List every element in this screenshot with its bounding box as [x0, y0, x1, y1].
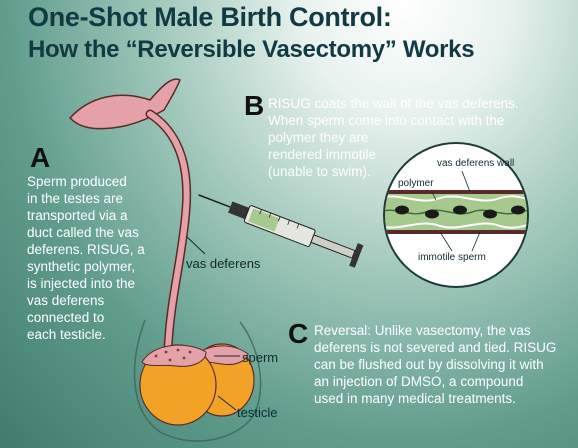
- label-immotile-sperm: immotile sperm: [418, 252, 486, 263]
- scrotum-outline: [133, 319, 262, 442]
- page-subtitle: How the “Reversible Vasectomy” Works: [28, 36, 475, 63]
- label-testicle: testicle: [237, 405, 278, 420]
- label-vas-deferens: vas deferens: [186, 256, 261, 271]
- section-c-text: Reversal: Unlike vasectomy, the vas defe…: [314, 323, 557, 406]
- pointer-testicle: [217, 395, 237, 411]
- page-title: One-Shot Male Birth Control:: [28, 2, 392, 32]
- label-sperm: sperm: [242, 350, 279, 365]
- syringe-icon: [198, 194, 364, 268]
- pointer-vas-deferens: [185, 235, 206, 255]
- section-a-text: Sperm produced in the testes are transpo…: [27, 174, 145, 342]
- section-c-letter: C: [288, 318, 309, 349]
- epididymis-head: [68, 78, 181, 130]
- testicle-left: [139, 344, 217, 426]
- section-b-text: RISUG coats the wall of the vas deferens…: [268, 96, 519, 179]
- magnified-vas-deferens: [383, 142, 529, 288]
- label-vas-deferens-wall: vas deferens wall: [437, 158, 515, 169]
- section-b-letter: B: [244, 90, 265, 121]
- section-a-letter: A: [30, 142, 51, 173]
- label-polymer: polymer: [398, 178, 434, 189]
